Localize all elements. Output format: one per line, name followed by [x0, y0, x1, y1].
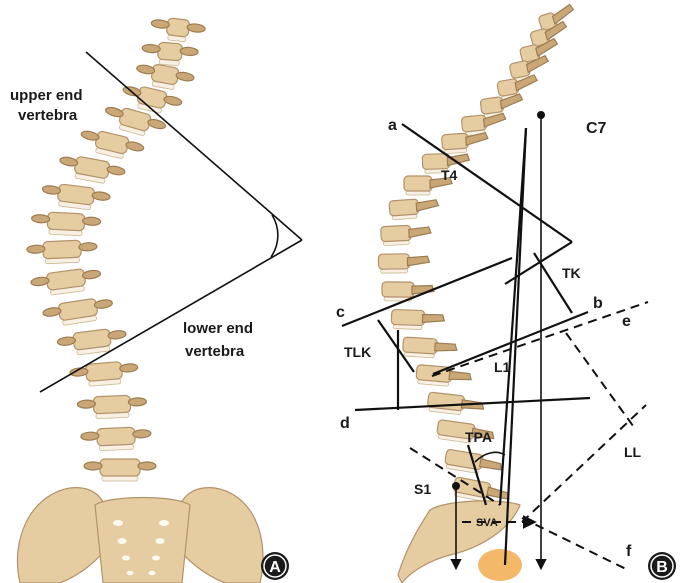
label-tpa: TPA	[465, 429, 492, 445]
upper-end-label-line2: vertebra	[18, 107, 78, 124]
vertebra-a	[84, 459, 156, 481]
vertebra-b	[416, 365, 472, 389]
line-e-perp	[566, 333, 636, 430]
label-tk: TK	[562, 265, 581, 281]
label-e: e	[622, 313, 631, 330]
line-e	[432, 302, 648, 376]
panel-a-badge: A	[261, 552, 289, 580]
line-f	[522, 518, 628, 570]
label-ll: LL	[624, 444, 642, 460]
vertebra-b	[381, 224, 432, 245]
cobb-angle-arc	[271, 215, 278, 257]
femoral-head	[478, 549, 522, 581]
upper-end-label-line1: upper end	[10, 87, 83, 104]
panel-b-badge-letter: B	[656, 559, 668, 576]
vertebra-b	[391, 309, 445, 330]
label-d: d	[340, 415, 350, 432]
label-tlk: TLK	[344, 344, 371, 360]
lower-end-label-line2: vertebra	[185, 343, 245, 360]
lower-end-label-line1: lower end	[183, 320, 253, 337]
label-l1: L1	[494, 359, 511, 375]
vertebra-a	[31, 211, 101, 236]
label-c7: C7	[586, 120, 607, 137]
vertebra-a	[42, 296, 115, 328]
vertebra-a	[27, 239, 98, 264]
vertebra-a	[57, 153, 126, 187]
label-c: c	[336, 304, 345, 321]
panel-a-badge-letter: A	[269, 559, 281, 576]
vertebra-a	[57, 327, 128, 357]
label-s1: S1	[414, 481, 431, 497]
vertebra-a	[150, 16, 206, 44]
tpa-line-2	[505, 128, 526, 565]
label-b: b	[593, 295, 603, 312]
vertebra-b	[378, 253, 429, 273]
vertebra-a	[69, 360, 139, 388]
vertebra-b	[441, 132, 488, 154]
panel-a-spine	[27, 16, 206, 481]
vertebra-a	[141, 41, 198, 67]
panel-a-pelvis	[17, 488, 263, 583]
vertebra-b	[402, 337, 457, 359]
label-a: a	[388, 117, 397, 134]
panel-b-badge: B	[648, 552, 676, 580]
label-t4: T4	[441, 167, 458, 183]
panel-b: C7 T4 TK TLK L1 TPA S1 SVA LL a b c d e …	[336, 4, 676, 583]
vertebra-a	[30, 266, 102, 297]
panel-a: upper end vertebra lower end vertebra A	[10, 16, 302, 583]
vertebra-a	[77, 395, 147, 420]
vertebra-a	[81, 426, 152, 451]
label-f: f	[626, 543, 632, 560]
tpa-line-1	[500, 128, 526, 505]
vertebra-a	[41, 182, 111, 212]
label-sva: SVA	[476, 517, 498, 529]
vertebra-b	[389, 198, 439, 220]
line-b-perp	[534, 253, 572, 313]
